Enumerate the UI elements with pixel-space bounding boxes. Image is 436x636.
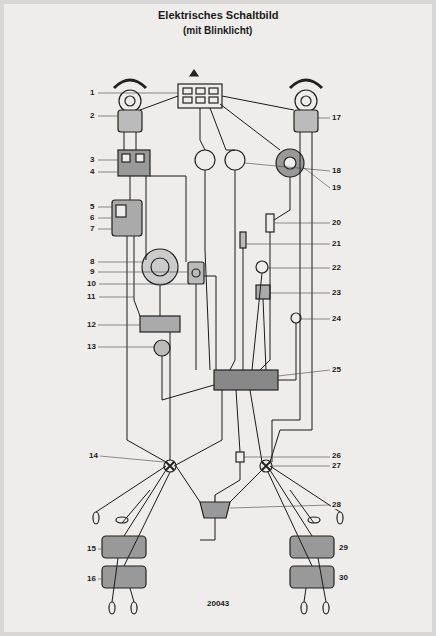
callout-number: 17	[331, 114, 342, 122]
callout-number: 29	[338, 544, 349, 552]
callout-number: 25	[331, 366, 342, 374]
callout-number: 16	[86, 575, 97, 583]
callout-number: 6	[89, 214, 95, 222]
figure-number: 20043	[206, 600, 230, 608]
callout-number: 10	[86, 280, 97, 288]
callout-number: 13	[86, 343, 97, 351]
callout-number: 14	[88, 452, 99, 460]
subtitle: (mit Blinklicht)	[183, 26, 252, 36]
components	[93, 70, 343, 614]
wires	[96, 96, 340, 602]
callout-number: 20	[331, 219, 342, 227]
callout-number: 27	[331, 462, 342, 470]
callout-number: 1	[89, 89, 95, 97]
callout-number: 28	[331, 501, 342, 509]
callout-number: 9	[89, 268, 95, 276]
callout-number: 7	[89, 225, 95, 233]
callout-number: 23	[331, 289, 342, 297]
diagram-title: Elektrisches Schaltbild	[158, 10, 278, 21]
callout-number: 26	[331, 452, 342, 460]
callout-number: 11	[86, 293, 96, 301]
callout-number: 2	[89, 112, 95, 120]
callout-number: 5	[89, 203, 95, 211]
callout-number: 18	[331, 167, 342, 175]
callout-number: 24	[331, 315, 342, 323]
callout-number: 4	[89, 168, 95, 176]
callout-number: 21	[331, 240, 342, 248]
callout-number: 8	[89, 258, 95, 266]
callout-number: 22	[331, 264, 342, 272]
callout-number: 3	[89, 156, 95, 164]
callout-number: 15	[86, 545, 97, 553]
callout-number: 12	[86, 321, 97, 329]
callout-number: 19	[331, 184, 342, 192]
leader-lines	[98, 93, 330, 579]
callout-number: 30	[338, 574, 349, 582]
